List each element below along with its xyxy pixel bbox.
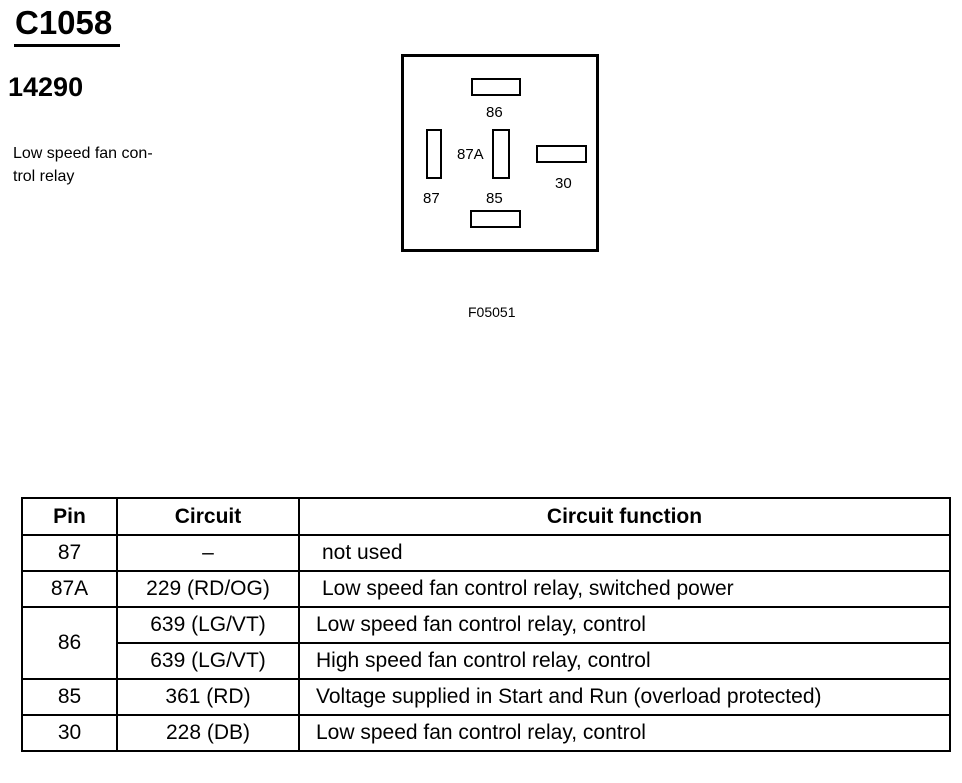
- cell-function: Low speed fan control relay, switched po…: [298, 570, 951, 608]
- table-header-row: Pin Circuit Circuit function: [21, 497, 951, 536]
- terminal-87: [426, 129, 442, 179]
- header-circuit-function: Circuit function: [298, 497, 951, 536]
- cell-circuit: –: [116, 534, 300, 572]
- cell-circuit: 639 (LG/VT): [116, 606, 300, 644]
- part-number: 14290: [8, 72, 84, 102]
- cell-function: Low speed fan control relay, control: [298, 606, 951, 644]
- description-line-2: trol relay: [13, 168, 75, 185]
- relay-connector-face: 86 87 87A 85 30: [401, 54, 599, 252]
- header-pin: Pin: [21, 497, 118, 536]
- cell-pin: 87A: [21, 570, 118, 608]
- terminal-bottom: [470, 210, 521, 228]
- cell-pin: 87: [21, 534, 118, 572]
- pin-table: Pin Circuit Circuit function 87 – not us…: [21, 497, 951, 752]
- table-row: 87 – not used: [21, 534, 951, 572]
- pin-label-87a: 87A: [457, 146, 484, 163]
- header-circuit: Circuit: [116, 497, 300, 536]
- cell-pin: 30: [21, 714, 118, 752]
- description-line-1: Low speed fan con-: [13, 145, 153, 162]
- connector-description: Low speed fan con- trol relay: [13, 142, 188, 188]
- cell-function: High speed fan control relay, control: [298, 642, 951, 680]
- pin-label-87: 87: [423, 190, 440, 207]
- cell-pin: 86: [21, 606, 118, 680]
- pin-label-85: 85: [486, 190, 503, 207]
- terminal-85-87a: [492, 129, 510, 179]
- table-row: 87A 229 (RD/OG) Low speed fan control re…: [21, 570, 951, 608]
- pin-label-30: 30: [555, 175, 572, 192]
- cell-circuit: 639 (LG/VT): [116, 642, 300, 680]
- table-row: 639 (LG/VT) High speed fan control relay…: [22, 642, 951, 680]
- cell-pin: 85: [21, 678, 118, 716]
- table-row: 85 361 (RD) Voltage supplied in Start an…: [21, 678, 951, 716]
- cell-circuit: 228 (DB): [116, 714, 300, 752]
- connector-id-underline: [14, 44, 120, 47]
- figure-code: F05051: [468, 304, 516, 320]
- connector-id: C1058: [15, 4, 113, 41]
- cell-function: Low speed fan control relay, control: [298, 714, 951, 752]
- pin-label-86: 86: [486, 104, 503, 121]
- cell-circuit: 229 (RD/OG): [116, 570, 300, 608]
- cell-circuit: 361 (RD): [116, 678, 300, 716]
- cell-function: not used: [298, 534, 951, 572]
- terminal-86: [471, 78, 521, 96]
- table-row: 86 639 (LG/VT) Low speed fan control rel…: [21, 606, 951, 680]
- cell-function: Voltage supplied in Start and Run (overl…: [298, 678, 951, 716]
- table-row: 30 228 (DB) Low speed fan control relay,…: [21, 714, 951, 752]
- terminal-30: [536, 145, 587, 163]
